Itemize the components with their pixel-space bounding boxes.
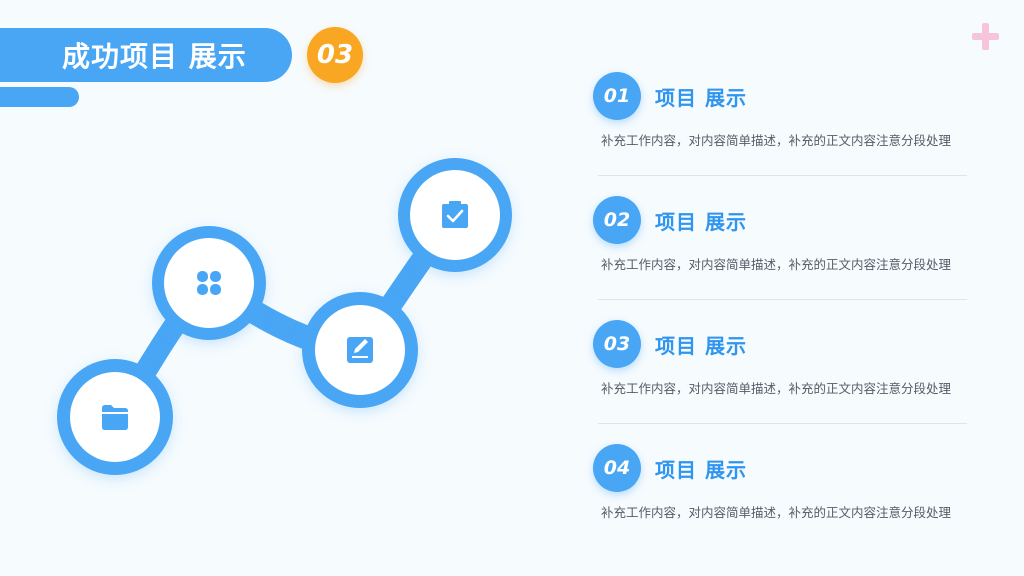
item-title: 项目 展示	[655, 210, 747, 234]
item-number-badge: 01	[593, 72, 641, 120]
diagram-node-4	[398, 158, 512, 272]
item-title: 项目 展示	[655, 334, 747, 358]
item-description: 补充工作内容，对内容简单描述，补充的正文内容注意分段处理	[601, 133, 952, 148]
item-number-badge: 04	[593, 444, 641, 492]
section-number-badge: 03	[307, 27, 363, 83]
divider	[598, 299, 967, 300]
page-title: 成功项目 展示	[62, 40, 247, 73]
process-diagram	[57, 158, 512, 475]
item-number-badge: 02	[593, 196, 641, 244]
edit-icon	[347, 337, 373, 363]
item-title: 项目 展示	[655, 86, 747, 110]
list-item: 02 项目 展示 补充工作内容，对内容简单描述，补充的正文内容注意分段处理	[593, 196, 973, 286]
item-description: 补充工作内容，对内容简单描述，补充的正文内容注意分段处理	[601, 257, 952, 272]
diagram-node-3	[302, 292, 418, 408]
item-description: 补充工作内容，对内容简单描述，补充的正文内容注意分段处理	[601, 505, 952, 520]
divider	[598, 175, 967, 176]
title-bar: 成功项目 展示	[0, 28, 292, 82]
title-accent-bar	[0, 87, 79, 107]
list-item: 04 项目 展示 补充工作内容，对内容简单描述，补充的正文内容注意分段处理	[593, 444, 973, 534]
list-item: 01 项目 展示 补充工作内容，对内容简单描述，补充的正文内容注意分段处理	[593, 72, 973, 162]
list-item: 03 项目 展示 补充工作内容，对内容简单描述，补充的正文内容注意分段处理	[593, 320, 973, 410]
plus-decoration-icon	[972, 23, 999, 50]
item-description: 补充工作内容，对内容简单描述，补充的正文内容注意分段处理	[601, 381, 952, 396]
item-number-badge: 03	[593, 320, 641, 368]
diagram-node-2	[152, 226, 266, 340]
diagram-node-1	[57, 359, 173, 475]
folder-icon	[102, 405, 128, 430]
clipboard-check-icon	[442, 201, 468, 228]
grid-icon	[197, 271, 221, 295]
item-title: 项目 展示	[655, 458, 747, 482]
divider	[598, 423, 967, 424]
